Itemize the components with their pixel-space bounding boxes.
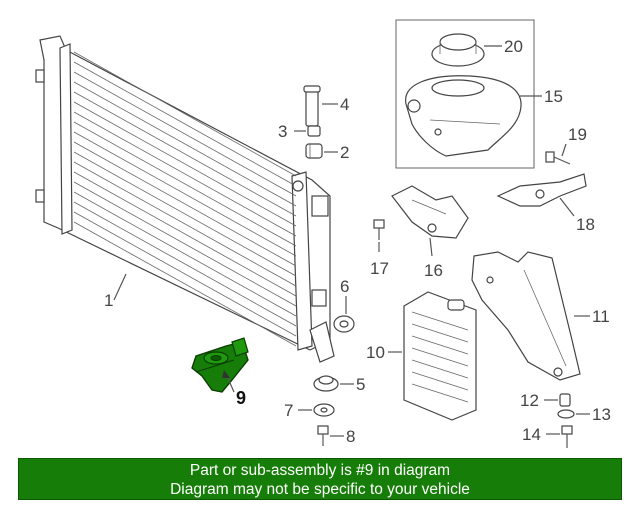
callout-12: 12 <box>520 391 539 410</box>
callout-7: 7 <box>284 401 293 420</box>
washer-part-13[interactable] <box>557 409 575 419</box>
reservoir-cap-part-20[interactable] <box>431 33 485 67</box>
info-banner: Part or sub-assembly is #9 in diagram Di… <box>18 458 622 500</box>
callout-15: 15 <box>544 87 563 106</box>
callout-5: 5 <box>356 375 365 394</box>
bracket-part-18[interactable] <box>496 173 587 207</box>
callout-16: 16 <box>424 261 443 280</box>
callout-18: 18 <box>576 215 595 234</box>
callout-8: 8 <box>346 427 355 446</box>
banner-line-2: Diagram may not be specific to your vehi… <box>170 481 470 498</box>
callout-1: 1 <box>104 291 113 310</box>
callout-17: 17 <box>370 259 389 278</box>
part-2[interactable] <box>305 143 323 159</box>
part-4[interactable] <box>303 85 321 127</box>
washer-part-7[interactable] <box>313 403 335 417</box>
banner-line-1: Part or sub-assembly is #9 in diagram <box>189 462 451 479</box>
callout-11: 11 <box>592 307 610 326</box>
callout-19: 19 <box>568 125 587 144</box>
callout-14: 14 <box>522 425 541 444</box>
leader-18 <box>559 197 575 217</box>
bolt-part-8[interactable] <box>317 425 329 446</box>
leader-9-arrow <box>222 370 230 378</box>
mount-part-6[interactable] <box>333 315 355 333</box>
leader-19 <box>561 143 567 157</box>
bolt-part-14[interactable] <box>561 425 573 448</box>
bolt-part-17[interactable] <box>373 219 385 240</box>
bracket-part-16[interactable] <box>391 185 469 239</box>
callout-6: 6 <box>340 277 349 296</box>
highlighted-bracket-part-9[interactable] <box>191 337 249 393</box>
callout-10: 10 <box>366 343 385 362</box>
callout-4: 4 <box>340 95 349 114</box>
callout-9: 9 <box>236 388 246 408</box>
radiator-part-1[interactable] <box>35 35 335 363</box>
radiator-fins <box>73 51 297 347</box>
callout-13: 13 <box>592 405 611 424</box>
part-12[interactable] <box>559 393 571 407</box>
leader-16 <box>429 237 433 257</box>
bracket-part-11[interactable] <box>471 251 581 381</box>
bolt-part-19[interactable] <box>545 151 571 165</box>
callout-2: 2 <box>340 143 349 162</box>
grommet-part-5[interactable] <box>313 375 339 392</box>
coolant-reservoir-part-15[interactable] <box>405 75 522 157</box>
part-3[interactable] <box>307 125 321 137</box>
callout-3: 3 <box>278 122 287 141</box>
callout-20: 20 <box>504 37 523 56</box>
exploded-parts-diagram: 1 4 3 2 15 20 19 <box>35 19 611 448</box>
auxiliary-radiator-part-10[interactable] <box>403 291 477 421</box>
leader-1 <box>113 273 127 301</box>
